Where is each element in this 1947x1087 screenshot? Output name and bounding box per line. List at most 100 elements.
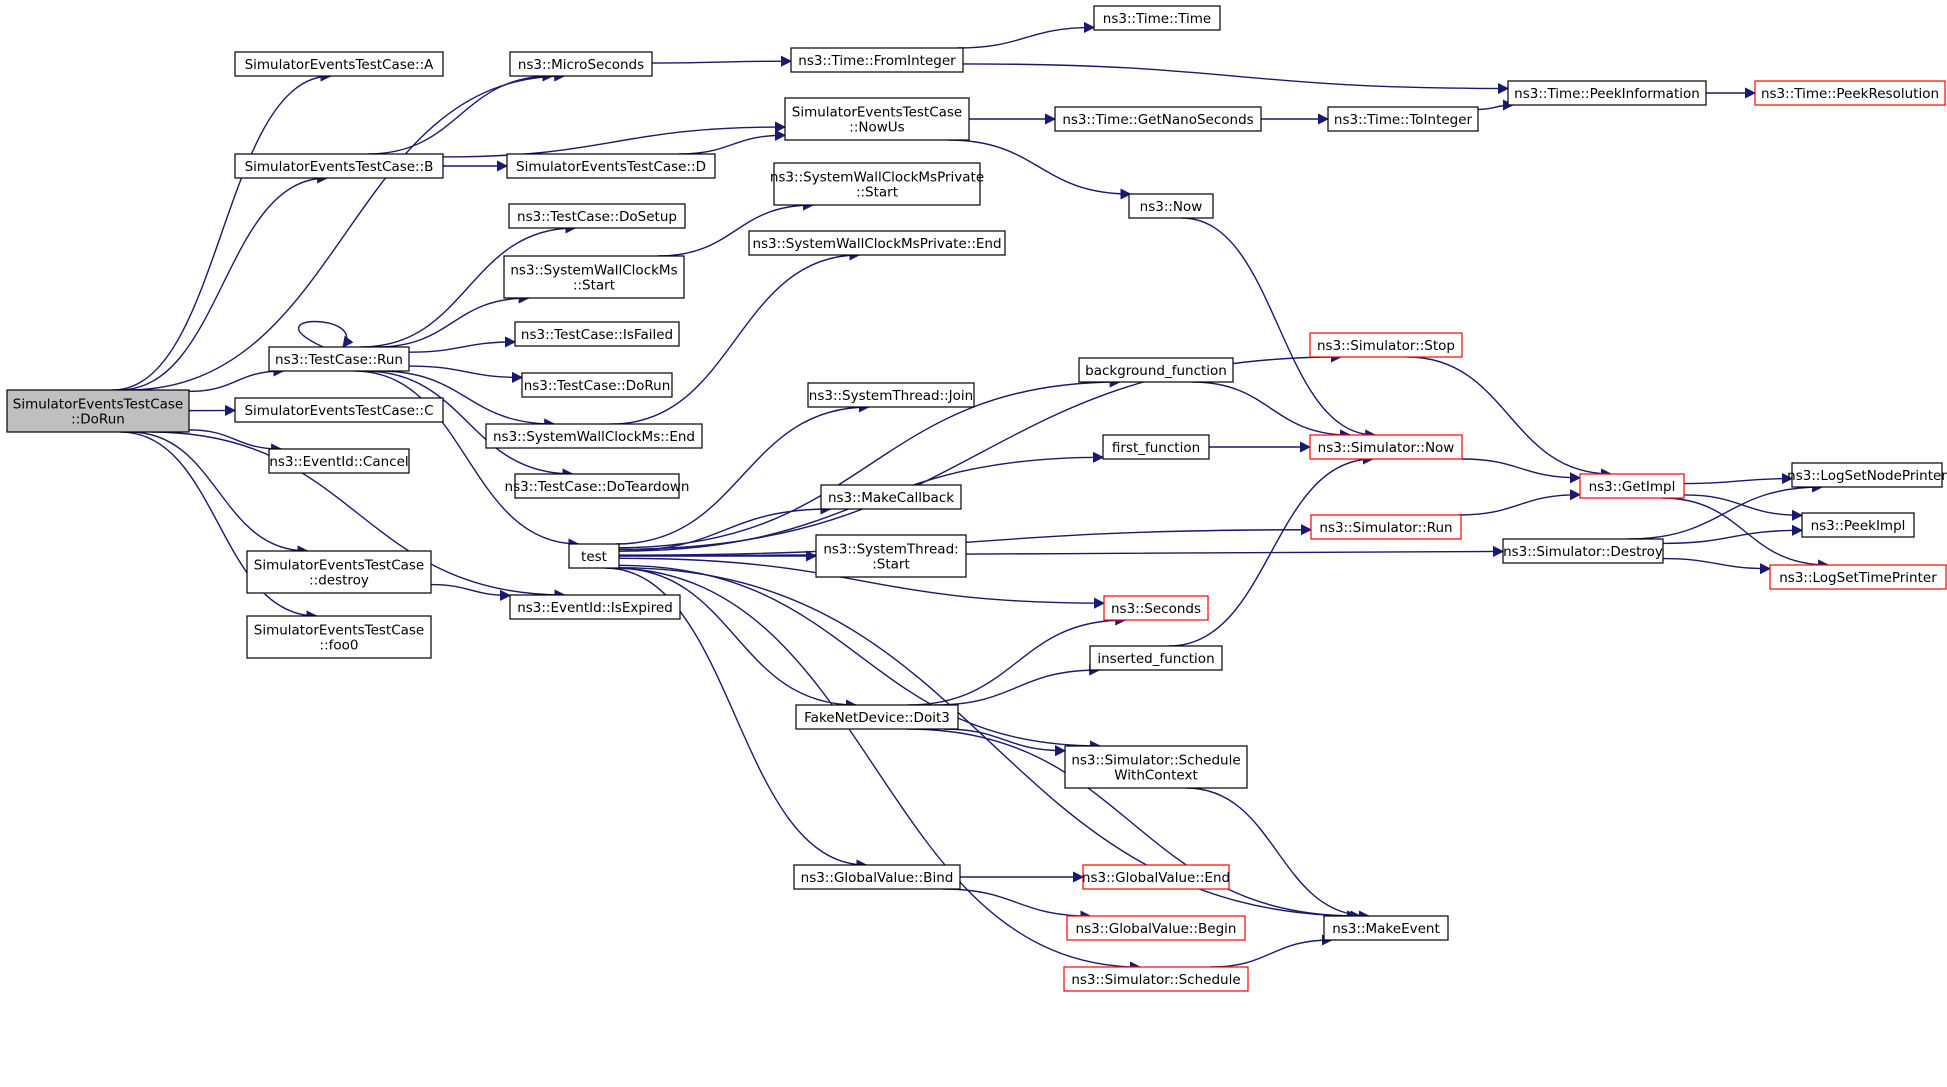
node-label-dosetup-line-0: ns3::TestCase::DoSetup — [517, 209, 677, 225]
node-ststart[interactable]: ns3::SystemThread::Start — [815, 534, 967, 578]
edge-doit3-to-insfunc — [933, 664, 1101, 706]
node-peekres[interactable]: ns3::Time::PeekResolution — [1754, 80, 1946, 106]
node-label-logtime-line-0: ns3::LogSetTimePrinter — [1779, 570, 1937, 586]
node-test[interactable]: test — [568, 543, 620, 569]
edge-run-to-run — [297, 320, 354, 348]
node-makecb[interactable]: ns3::MakeCallback — [820, 484, 962, 510]
edge-insfunc-to-simnow — [1169, 453, 1375, 647]
node-swcend[interactable]: ns3::SystemWallClockMs::End — [485, 423, 703, 449]
node-gvbind[interactable]: ns3::GlobalValue::Bind — [793, 864, 961, 890]
node-swcstart[interactable]: ns3::SystemWallClockMs::Start — [503, 255, 685, 299]
node-box-now — [1128, 193, 1214, 219]
node-label-swcend-line-0: ns3::SystemWallClockMs::End — [493, 429, 695, 445]
node-lognode[interactable]: ns3::LogSetNodePrinter — [1787, 462, 1947, 488]
edge-fromint-to-peekinfo — [962, 63, 1510, 95]
node-getnano[interactable]: ns3::Time::GetNanoSeconds — [1054, 106, 1262, 132]
node-swcpend[interactable]: ns3::SystemWallClockMsPrivate::End — [748, 230, 1006, 256]
node-box-sched — [1063, 966, 1249, 992]
node-toint[interactable]: ns3::Time::ToInteger — [1327, 106, 1479, 132]
node-box-b — [234, 153, 444, 179]
edge-getimpl-to-logtime — [1661, 497, 1830, 571]
node-simrun[interactable]: ns3::Simulator::Run — [1310, 514, 1462, 540]
node-box-run — [268, 346, 410, 372]
node-sched[interactable]: ns3::Simulator::Schedule — [1063, 966, 1249, 992]
node-getimpl[interactable]: ns3::GetImpl — [1579, 473, 1685, 499]
edge-dorun-to-a — [112, 70, 332, 391]
node-box-teardown — [514, 473, 680, 499]
node-firstfunc[interactable]: first_function — [1102, 434, 1210, 460]
edge-test-to-makeevent — [618, 567, 1362, 922]
node-time[interactable]: ns3::Time::Time — [1093, 5, 1221, 31]
node-label-swcpstart-line-1: ::Start — [856, 185, 898, 201]
node-box-test — [568, 543, 620, 569]
node-label-bgfunc-line-0: background_function — [1085, 363, 1227, 379]
edge-dorun-to-destroy — [129, 431, 309, 557]
node-box-simdestroy — [1502, 538, 1664, 564]
node-foo0[interactable]: SimulatorEventsTestCase::foo0 — [246, 615, 432, 659]
node-box-swcpend — [748, 230, 1006, 256]
node-stop[interactable]: ns3::Simulator::Stop — [1309, 332, 1463, 358]
edge-run-to-dosetup — [360, 222, 577, 348]
node-nowus[interactable]: SimulatorEventsTestCase::NowUs — [784, 97, 970, 141]
node-a[interactable]: SimulatorEventsTestCase::A — [234, 51, 444, 77]
node-now[interactable]: ns3::Now — [1128, 193, 1214, 219]
node-fromint[interactable]: ns3::Time::FromInteger — [790, 47, 964, 73]
node-label-nowus-line-1: ::NowUs — [849, 120, 904, 136]
node-peekinfo[interactable]: ns3::Time::PeekInformation — [1507, 80, 1707, 106]
node-join[interactable]: ns3::SystemThread::Join — [807, 382, 975, 408]
node-d[interactable]: SimulatorEventsTestCase::D — [506, 153, 716, 179]
node-dorun[interactable]: SimulatorEventsTestCase::DoRun — [6, 389, 190, 433]
node-label-insfunc-line-0: inserted_function — [1097, 651, 1214, 667]
node-run[interactable]: ns3::TestCase::Run — [268, 346, 410, 372]
node-dosetup[interactable]: ns3::TestCase::DoSetup — [508, 203, 686, 229]
edge-run-to-swcstart — [376, 292, 530, 348]
node-label-gvend-line-0: ns3::GlobalValue::End — [1082, 870, 1230, 886]
edge-swcend-to-swcpend — [611, 249, 861, 425]
node-box-isfailed — [514, 321, 680, 347]
node-label-now-line-0: ns3::Now — [1140, 199, 1203, 215]
node-label-isexpired-line-0: ns3::EventId::IsExpired — [517, 600, 673, 616]
node-teardown[interactable]: ns3::TestCase::DoTeardown — [505, 473, 690, 499]
node-isfailed[interactable]: ns3::TestCase::IsFailed — [514, 321, 680, 347]
node-swcpstart[interactable]: ns3::SystemWallClockMsPrivate::Start — [770, 162, 984, 206]
node-box-peekres — [1754, 80, 1946, 106]
node-insfunc[interactable]: inserted_function — [1089, 645, 1223, 671]
node-destroy[interactable]: SimulatorEventsTestCase::destroy — [246, 550, 432, 594]
node-gvbegin[interactable]: ns3::GlobalValue::Begin — [1066, 915, 1246, 941]
node-label-destroy-line-0: SimulatorEventsTestCase — [254, 558, 424, 574]
node-box-toint — [1327, 106, 1479, 132]
node-label-seconds-line-0: ns3::Seconds — [1111, 601, 1201, 617]
edge-dorun-to-run — [188, 365, 285, 393]
node-c[interactable]: SimulatorEventsTestCase::C — [234, 397, 444, 423]
node-makeevent[interactable]: ns3::MakeEvent — [1323, 915, 1449, 941]
node-box-ststart — [815, 534, 967, 578]
node-box-d — [506, 153, 716, 179]
node-seconds[interactable]: ns3::Seconds — [1103, 595, 1209, 621]
node-bgfunc[interactable]: background_function — [1078, 357, 1234, 383]
node-logtime[interactable]: ns3::LogSetTimePrinter — [1769, 564, 1947, 590]
node-label-toint-line-0: ns3::Time::ToInteger — [1334, 112, 1473, 128]
node-box-doit3 — [795, 704, 959, 730]
edge-stop-to-getimpl — [1406, 356, 1613, 480]
node-gvend[interactable]: ns3::GlobalValue::End — [1082, 864, 1230, 890]
node-peekimpl[interactable]: ns3::PeekImpl — [1801, 512, 1915, 538]
node-simdestroy[interactable]: ns3::Simulator::Destroy — [1502, 538, 1664, 564]
edge-dorun-to-b — [118, 172, 329, 391]
node-b[interactable]: SimulatorEventsTestCase::B — [234, 153, 444, 179]
node-simnow[interactable]: ns3::Simulator::Now — [1309, 434, 1463, 460]
node-label-foo0-line-1: ::foo0 — [320, 638, 359, 654]
node-doit3[interactable]: FakeNetDevice::Doit3 — [795, 704, 959, 730]
node-micro[interactable]: ns3::MicroSeconds — [509, 51, 653, 77]
node-label-schedctx-line-1: WithContext — [1114, 768, 1198, 784]
node-cancel[interactable]: ns3::EventId::Cancel — [268, 448, 410, 474]
node-box-firstfunc — [1102, 434, 1210, 460]
edge-nowus-to-now — [947, 139, 1132, 200]
node-box-seconds — [1103, 595, 1209, 621]
node-box-logtime — [1769, 564, 1947, 590]
edge-simdestroy-to-peekimpl — [1662, 524, 1804, 545]
edge-test-to-gvbind — [604, 567, 868, 871]
node-isexpired[interactable]: ns3::EventId::IsExpired — [509, 594, 681, 620]
node-label-c-line-0: SimulatorEventsTestCase::C — [244, 403, 433, 419]
node-dorun2[interactable]: ns3::TestCase::DoRun — [521, 372, 673, 398]
